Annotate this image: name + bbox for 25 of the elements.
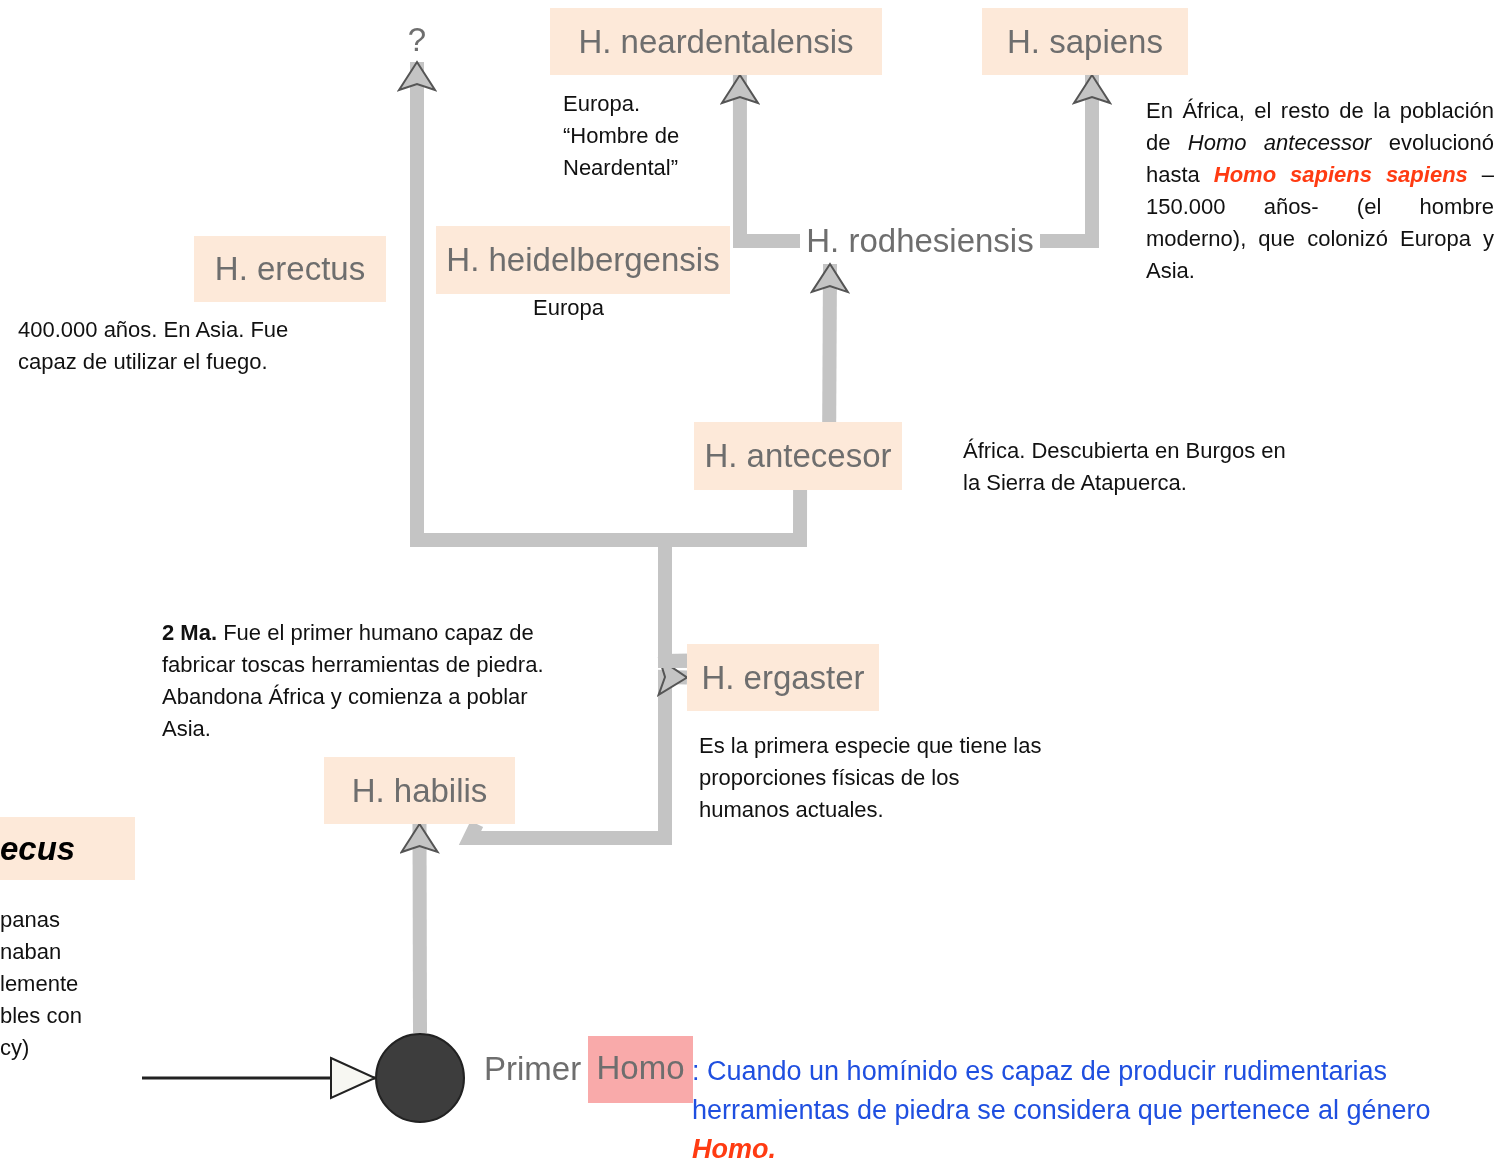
description-text: África. Descubierta en Burgos en la Sierra de Atapuerca. [963, 437, 1287, 497]
branch-arrow [720, 74, 800, 248]
species-label: H. heidelbergensis [436, 226, 730, 294]
species-label: ecus [0, 817, 135, 880]
species-label: H. sapiens [982, 8, 1188, 75]
hollow-arrow [142, 1057, 376, 1099]
species-label: H. antecesor [694, 422, 902, 490]
note-text: : Cuando un homínido es capaz de producir rudimentarias herramientas de piedra se considera que pertenece al género Homo. [692, 1055, 1432, 1166]
node-label: Primer [484, 1049, 583, 1089]
description-text: 400.000 años. En Asia. Fue capaz de utilizar el fuego. [18, 316, 290, 376]
species-label: H. neardentalensis [550, 8, 882, 75]
description-text: Europa [533, 294, 605, 322]
description-text: 2 Ma. Fue el primer humano capaz de fabricar toscas herramientas de piedra. Abandona África y comienza a poblar Asia. [162, 619, 545, 743]
species-label: ? [400, 18, 434, 62]
branch-arrow [810, 263, 849, 423]
species-label: H. rodhesiensis [800, 218, 1040, 264]
node-label: Homo [588, 1036, 693, 1103]
species-label: H. ergaster [687, 644, 879, 711]
branch-arrow [400, 823, 439, 1034]
description-text: Es la primera especie que tiene las proporciones físicas de los humanos actuales. [699, 732, 1043, 824]
note-text: En África, el resto de la población de Homo antecessor evolucionó hasta Homo sapiens sapiens – 150.000 años- (el hombre moderno), que colonizó Europa y Asia. [1146, 97, 1494, 285]
description-text: Europa. “Hombre de Neardental” [563, 90, 681, 182]
description-text: panas naban lemente bles con cy) [0, 906, 83, 1062]
species-label: H. habilis [324, 757, 515, 824]
species-label: H. erectus [194, 236, 386, 302]
